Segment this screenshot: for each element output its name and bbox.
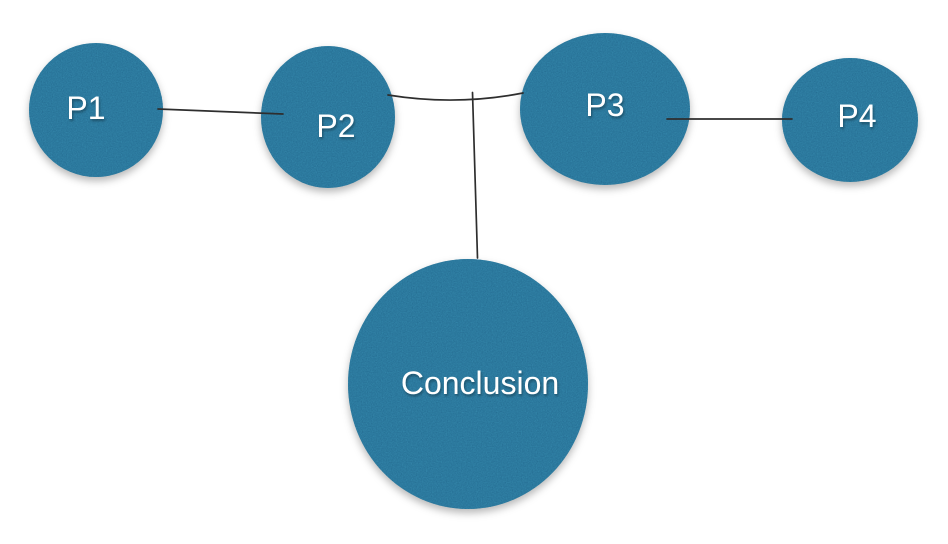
node-conclusion-shape[interactable] bbox=[348, 259, 588, 509]
node-p3-label: P3 bbox=[585, 87, 624, 123]
node-p4-label: P4 bbox=[837, 98, 876, 134]
node-conclusion-label: Conclusion bbox=[401, 365, 559, 401]
node-conclusion[interactable]: Conclusion bbox=[348, 259, 588, 509]
node-p1-label: P1 bbox=[66, 90, 105, 126]
node-p1[interactable]: P1 bbox=[29, 43, 163, 177]
edge-p1-p2[interactable] bbox=[157, 108, 284, 115]
node-p1-shape[interactable] bbox=[29, 43, 163, 177]
node-p3[interactable]: P3 bbox=[520, 33, 690, 185]
edge-p2-p3[interactable] bbox=[387, 92, 524, 101]
node-p4-shape[interactable] bbox=[782, 58, 918, 182]
node-p4[interactable]: P4 bbox=[782, 58, 918, 182]
node-p2[interactable]: P2 bbox=[261, 46, 395, 188]
edge-junction-conclusion[interactable] bbox=[471, 91, 479, 259]
node-p3-shape[interactable] bbox=[520, 33, 690, 185]
node-p2-shape[interactable] bbox=[261, 46, 395, 188]
node-p2-label: P2 bbox=[316, 108, 355, 144]
